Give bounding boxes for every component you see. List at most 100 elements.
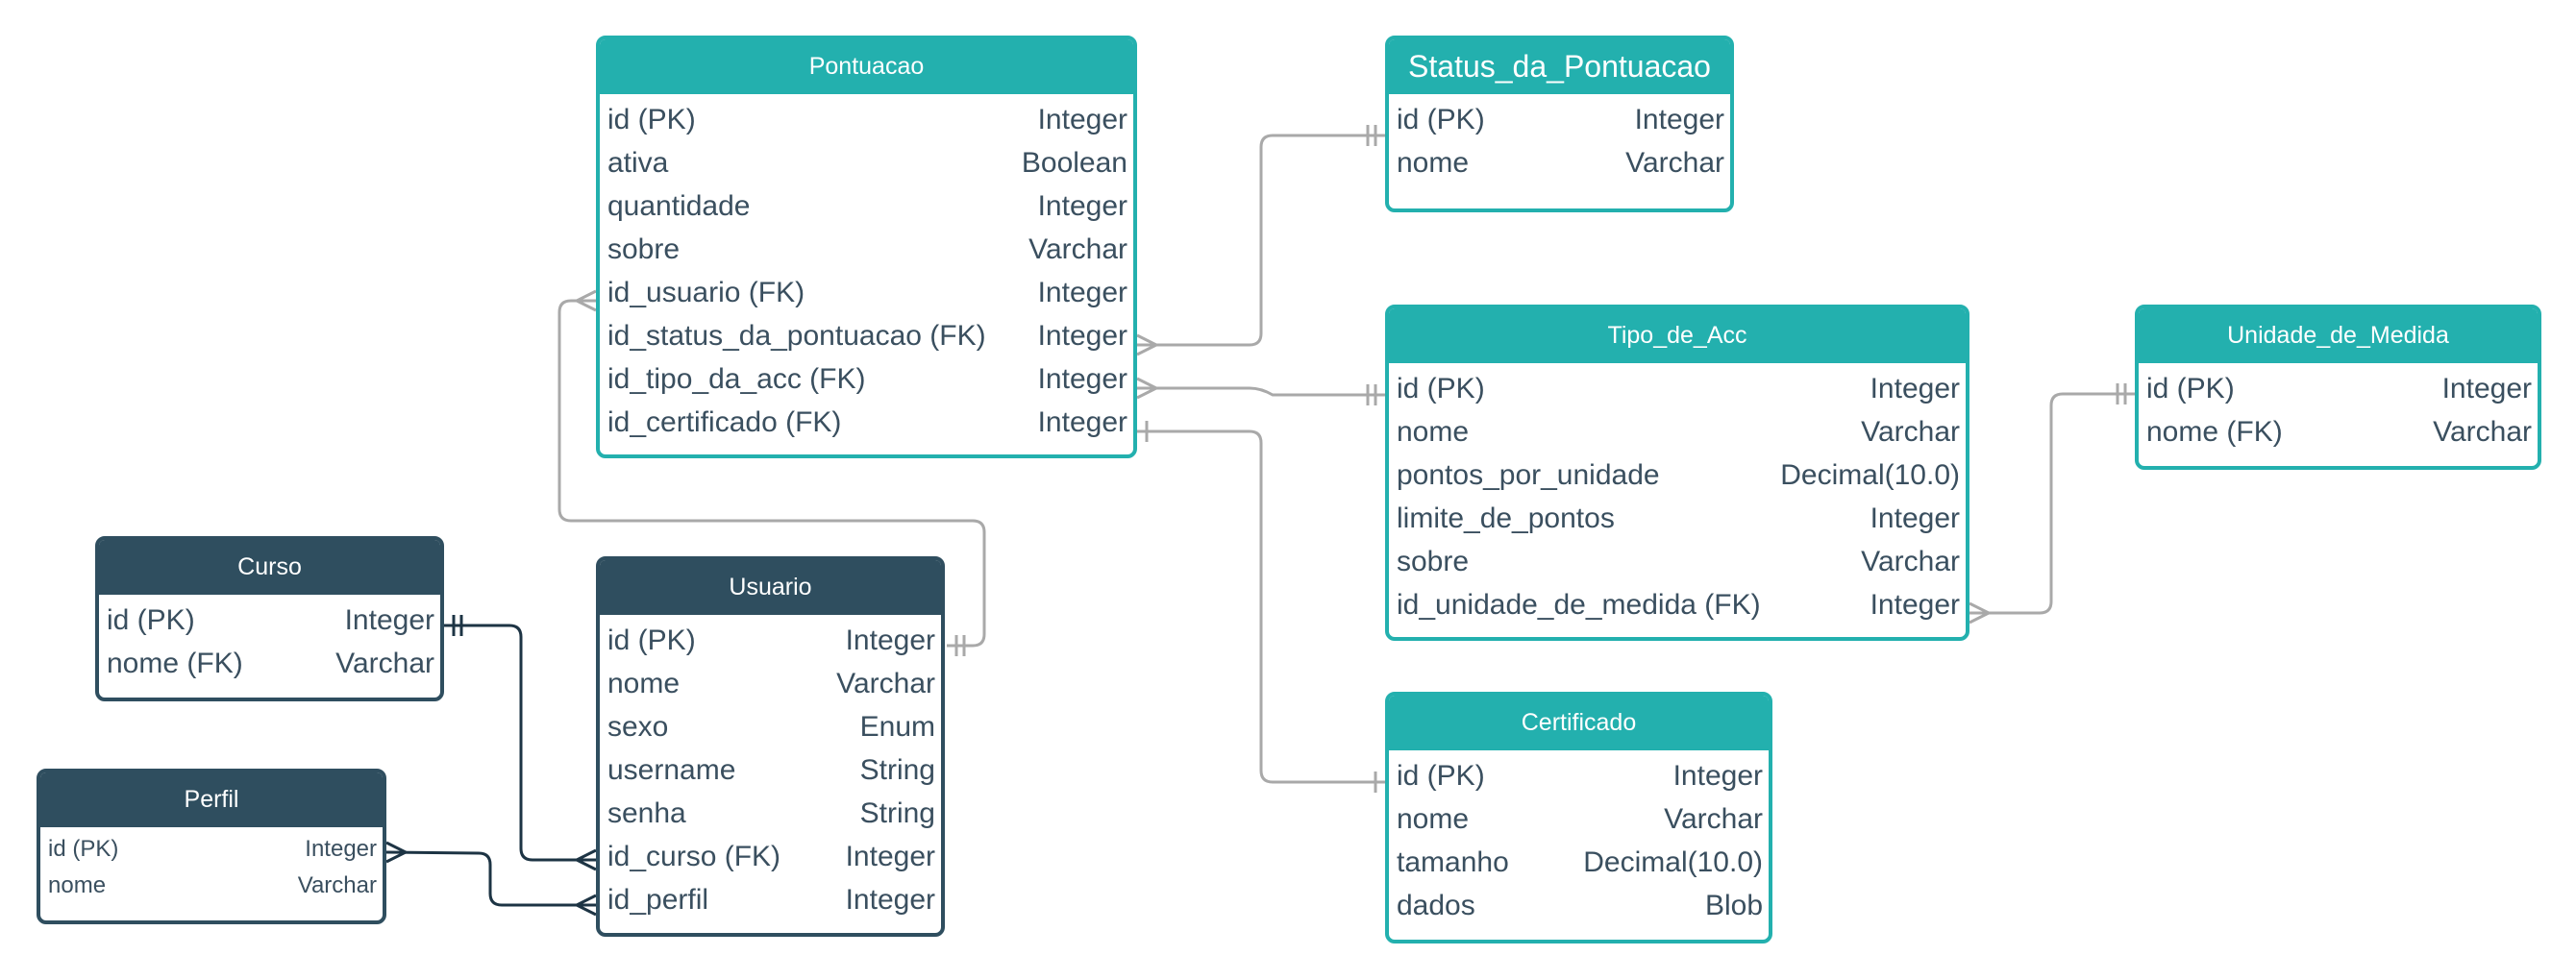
field-name: dados bbox=[1397, 889, 1475, 921]
field-row: id (PK)Integer bbox=[1389, 754, 1769, 797]
field-row: id (PK)Integer bbox=[600, 619, 941, 662]
field-type: Blob bbox=[1704, 889, 1763, 921]
field-row: id_unidade_de_medida (FK)Integer bbox=[1389, 583, 1966, 626]
field-type: Varchar bbox=[1664, 802, 1763, 835]
crow-foot-many bbox=[1969, 601, 1993, 625]
field-type: Integer bbox=[1037, 189, 1127, 222]
field-name: id_certificado (FK) bbox=[607, 405, 842, 438]
field-type: Varchar bbox=[1861, 545, 1960, 577]
field-name: nome bbox=[1397, 146, 1470, 179]
crow-foot-many bbox=[1136, 377, 1160, 400]
rel-usuario-perfil[interactable] bbox=[385, 841, 597, 917]
bar-one bbox=[1366, 384, 1377, 405]
field-name: nome bbox=[48, 872, 107, 898]
field-type: Integer bbox=[344, 603, 434, 636]
field-name: id (PK) bbox=[2146, 372, 2235, 404]
field-name: id (PK) bbox=[48, 836, 119, 862]
field-name: nome bbox=[607, 667, 681, 699]
field-row: nome Varchar bbox=[40, 868, 383, 904]
field-type: Integer bbox=[845, 624, 935, 656]
field-row: id_tipo_da_acc (FK)Integer bbox=[600, 357, 1133, 401]
field-name: sexo bbox=[607, 710, 669, 743]
field-row: id (PK)Integer bbox=[1389, 98, 1730, 141]
field-name: nome bbox=[1397, 802, 1470, 835]
field-type: Varchar bbox=[1028, 233, 1127, 265]
field-name: id (PK) bbox=[107, 603, 195, 636]
field-name: quantidade bbox=[607, 189, 751, 222]
field-name: id_usuario (FK) bbox=[607, 276, 805, 308]
field-name: id_status_da_pontuacao (FK) bbox=[607, 319, 986, 352]
entity-certificado[interactable]: Certificado id (PK)Integer nome Varchar tam… bbox=[1385, 692, 1772, 943]
bar-one bbox=[2116, 383, 2127, 404]
field-row: id (PK)Integer bbox=[2139, 367, 2538, 410]
rel-pontuacao-usuario[interactable] bbox=[557, 289, 986, 656]
entity-title: Perfil bbox=[40, 772, 383, 827]
crow-foot-many bbox=[573, 894, 597, 917]
field-name: senha bbox=[607, 796, 686, 829]
field-name: id (PK) bbox=[1397, 759, 1485, 792]
entity-title: Status_da_Pontuacao bbox=[1389, 39, 1730, 94]
field-row: dados Blob bbox=[1389, 884, 1769, 927]
field-row: nome Varchar bbox=[600, 662, 941, 705]
field-type: Integer bbox=[1037, 103, 1127, 135]
field-type: Integer bbox=[845, 883, 935, 916]
field-row: id_status_da_pontuacao (FK)Integer bbox=[600, 314, 1133, 357]
field-type: Integer bbox=[1037, 405, 1127, 438]
field-type: Integer bbox=[1037, 362, 1127, 395]
field-type: Integer bbox=[1870, 588, 1960, 621]
field-type: Varchar bbox=[335, 647, 434, 679]
field-type: Decimal(10.0) bbox=[1780, 458, 1960, 491]
field-row: nome (FK)Varchar bbox=[99, 642, 440, 685]
field-type: Varchar bbox=[297, 872, 377, 898]
bar-one bbox=[452, 615, 463, 636]
field-row: id_usuario (FK)Integer bbox=[600, 271, 1133, 314]
field-type: Boolean bbox=[1021, 146, 1127, 179]
field-list: id (PK) Integer nome Varchar bbox=[40, 827, 383, 904]
field-type: Decimal(10.0) bbox=[1583, 845, 1763, 878]
rel-tipo-unidade[interactable] bbox=[1969, 383, 2135, 625]
entity-usuario[interactable]: Usuario id (PK)Integer nome Varchar sexo Enu… bbox=[596, 556, 945, 937]
bar-one bbox=[954, 635, 966, 656]
crow-foot-many bbox=[385, 841, 409, 864]
field-type: Enum bbox=[859, 710, 935, 743]
rel-pontuacao-status[interactable] bbox=[1136, 125, 1385, 356]
field-type: Varchar bbox=[836, 667, 935, 699]
field-type: Integer bbox=[1870, 502, 1960, 534]
field-name: sobre bbox=[1397, 545, 1470, 577]
field-name: limite_de_pontos bbox=[1397, 502, 1615, 534]
entity-perfil[interactable]: Perfil id (PK) Integer nome Varchar bbox=[37, 769, 386, 924]
entity-title: Tipo_de_Acc bbox=[1389, 308, 1966, 363]
entity-title: Unidade_de_Medida bbox=[2139, 308, 2538, 363]
field-list: id (PK)Integer nome Varchar sexo Enum usernam… bbox=[600, 615, 941, 921]
field-name: username bbox=[607, 753, 736, 786]
bar-one bbox=[1366, 125, 1377, 146]
field-row: id (PK)Integer bbox=[600, 98, 1133, 141]
rel-pontuacao-tipo[interactable] bbox=[1136, 377, 1385, 405]
field-name: nome bbox=[1397, 415, 1470, 448]
entity-title: Usuario bbox=[600, 560, 941, 615]
field-name: id (PK) bbox=[1397, 372, 1485, 404]
field-type: Integer bbox=[1870, 372, 1960, 404]
field-row: tamanho Decimal(10.0) bbox=[1389, 841, 1769, 884]
field-row: nome (FK)Varchar bbox=[2139, 410, 2538, 453]
field-type: String bbox=[859, 796, 935, 829]
rel-pontuacao-certificado[interactable] bbox=[1137, 421, 1385, 793]
field-row: id (PK) Integer bbox=[1389, 367, 1966, 410]
field-name: pontos_por_unidade bbox=[1397, 458, 1660, 491]
field-type: Integer bbox=[305, 836, 377, 862]
rel-usuario-curso[interactable] bbox=[444, 615, 597, 871]
field-name: tamanho bbox=[1397, 845, 1509, 878]
entity-title: Certificado bbox=[1389, 696, 1769, 750]
field-type: Integer bbox=[845, 840, 935, 872]
